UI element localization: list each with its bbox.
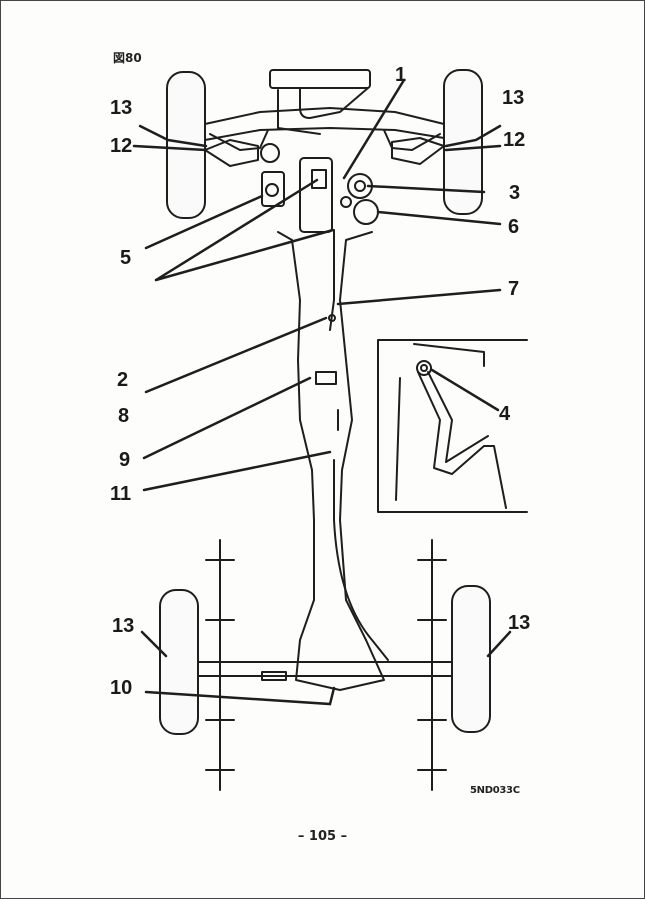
callout-6: 6 xyxy=(508,216,519,238)
rear-left-wheel xyxy=(159,589,199,735)
callout-11: 11 xyxy=(110,483,131,505)
figure-label: 図80 xyxy=(113,51,142,65)
callout-7: 7 xyxy=(508,278,519,300)
rear-right-wheel xyxy=(451,585,491,733)
callout-3: 3 xyxy=(509,182,520,204)
right-lower-arm xyxy=(391,137,445,165)
page-number: – 105 – xyxy=(297,829,348,844)
callout-13-top-right: 13 xyxy=(502,87,524,109)
rear-crossmember xyxy=(195,661,455,677)
radiator-hose xyxy=(299,87,369,119)
booster-panel xyxy=(299,157,333,233)
callout-8: 8 xyxy=(118,405,129,427)
callout-13-bottom-right: 13 xyxy=(508,612,530,634)
callout-5: 5 xyxy=(120,247,131,269)
callout-9: 9 xyxy=(119,449,130,471)
callout-1: 1 xyxy=(395,64,406,86)
steering-box xyxy=(260,143,280,163)
radiator xyxy=(269,69,371,89)
callout-4: 4 xyxy=(499,403,511,425)
callout-12-right: 12 xyxy=(503,129,525,151)
front-crossmember xyxy=(204,107,445,141)
callout-2: 2 xyxy=(117,369,128,391)
pedal-pivot xyxy=(416,360,432,376)
callout-13-top-left: 13 xyxy=(110,97,132,119)
figure-code: 5ND033C xyxy=(470,785,520,796)
brake-line xyxy=(333,459,389,661)
callout-10: 10 xyxy=(110,677,132,699)
center-tunnel xyxy=(277,231,385,691)
fuse-box xyxy=(315,371,337,385)
pedal-inset xyxy=(377,339,528,513)
callout-12-left: 12 xyxy=(110,135,132,157)
callout-13-bottom-left: 13 xyxy=(112,615,134,637)
clutch-pedal xyxy=(417,371,507,509)
master-cylinder xyxy=(353,199,379,225)
left-lower-arm xyxy=(204,139,259,167)
